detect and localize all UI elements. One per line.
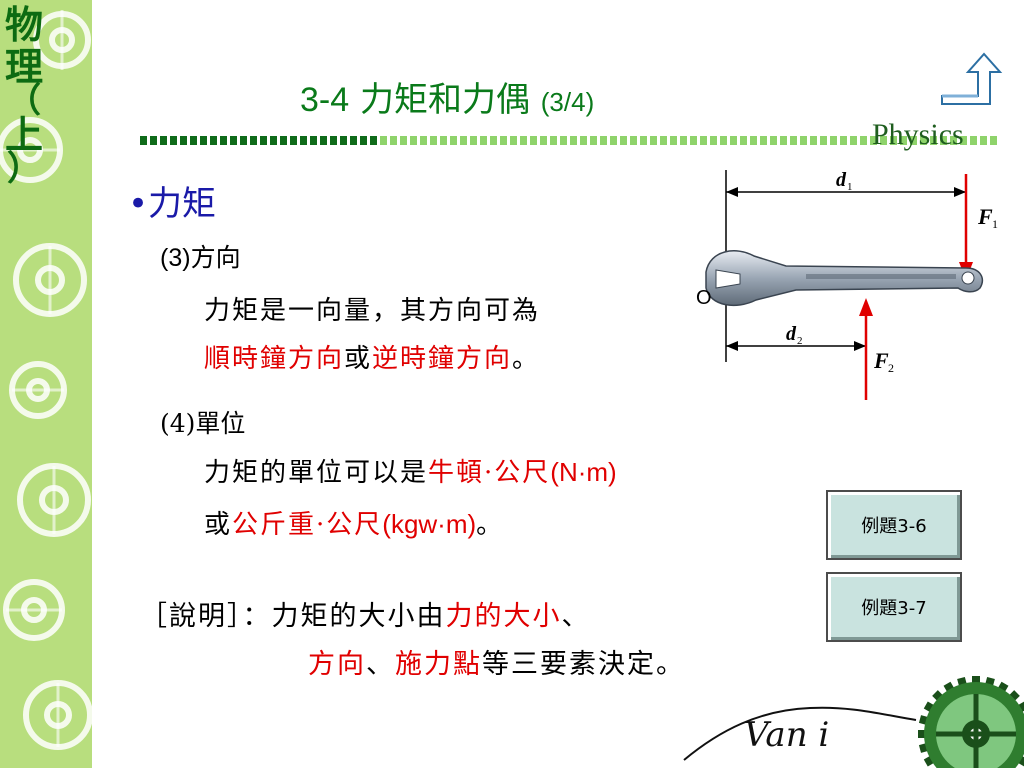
unit-line-2: 或公斤重·公尺(kgw·m)。: [204, 504, 504, 541]
origin-label: O: [696, 287, 712, 309]
note-term-magnitude: 力的大小: [445, 601, 562, 632]
direction-options: 順時鐘方向或逆時鐘方向。: [204, 338, 540, 375]
sentence-end: 。: [476, 510, 505, 540]
note-separator: 、: [366, 649, 395, 680]
brand-label: Physics: [872, 118, 964, 151]
f2-subscript: 2: [888, 361, 894, 375]
note-term-point: 施力點: [395, 649, 482, 680]
f1-label: F: [977, 204, 993, 229]
d2-subscript: 2: [797, 335, 803, 347]
sidebar-title-char: 理: [4, 45, 43, 89]
vani-logo: Van i: [683, 706, 917, 761]
counterclockwise-term: 逆時鐘方向: [372, 344, 513, 374]
direction-text: 力矩是一向量，其方向可為: [204, 296, 541, 326]
d1-subscript: 1: [847, 181, 853, 193]
note-term-direction: 方向: [308, 649, 366, 680]
conjunction-text: 或: [344, 344, 373, 374]
sidebar-decoration: 物 理 （ 上 ）: [0, 0, 92, 768]
d2-label: d: [786, 323, 797, 345]
note-line-2: 方向、施力點等三要素決定。: [308, 642, 685, 681]
note-line-1: ［說明］：力矩的大小由力的大小、: [140, 594, 591, 633]
logo-text: Van i: [744, 715, 829, 755]
sidebar-title-char: ）: [7, 149, 41, 189]
bullet-heading: •力矩: [128, 184, 217, 224]
sentence-end: 。: [512, 344, 541, 374]
section-label: 單位: [195, 409, 246, 438]
example-3-7-button[interactable]: 例題3-7: [826, 572, 962, 642]
section-number: (4): [160, 409, 196, 438]
unit-kgw-meter: 公斤重·公尺: [232, 510, 383, 540]
note-label: ［說明］：: [140, 601, 272, 632]
unit-kgw-meter-symbol: (kgw·m): [382, 509, 477, 539]
note-separator: 、: [561, 601, 591, 632]
unit-newton-meter-symbol: (N·m): [550, 457, 617, 487]
wrench-torque-diagram: d 1 F 1 O d 2 F 2: [696, 169, 998, 400]
f2-label: F: [873, 348, 889, 373]
section-heading-direction: (3)方向: [160, 238, 241, 274]
sidebar-title-char: （: [7, 81, 41, 121]
sidebar-title: 物 理 （ 上 ）: [2, 3, 46, 189]
section-heading-unit: (4)單位: [160, 404, 245, 440]
header-divider: [140, 136, 997, 145]
clockwise-term: 順時鐘方向: [204, 344, 345, 374]
example-3-6-button[interactable]: 例題3-6: [826, 490, 962, 560]
note-text: 力矩的大小由: [271, 601, 446, 632]
title-text: 力矩和力偶: [359, 80, 530, 120]
page-title: 3-4 力矩和力偶 (3/4): [300, 72, 594, 121]
unit-newton-meter: 牛頓·公尺: [428, 458, 551, 488]
conjunction-text: 或: [204, 510, 233, 540]
title-number: 3-4: [300, 81, 350, 119]
title-page: (3/4): [540, 87, 595, 117]
unit-text: 力矩的單位可以是: [204, 458, 429, 488]
section-number: (3): [160, 244, 191, 272]
sidebar-title-char: 物: [4, 3, 43, 47]
section-label: 方向: [190, 243, 241, 272]
d1-label: d: [836, 169, 847, 191]
unit-line-1: 力矩的單位可以是牛頓·公尺(N·m): [204, 452, 617, 489]
f1-subscript: 1: [992, 217, 998, 231]
sidebar-title-char: 上: [4, 113, 43, 157]
gear-pattern-icon: [0, 10, 92, 750]
note-text: 等三要素決定。: [482, 649, 685, 680]
up-arrow-icon[interactable]: [938, 50, 1004, 106]
gear-icon: [918, 676, 1024, 768]
